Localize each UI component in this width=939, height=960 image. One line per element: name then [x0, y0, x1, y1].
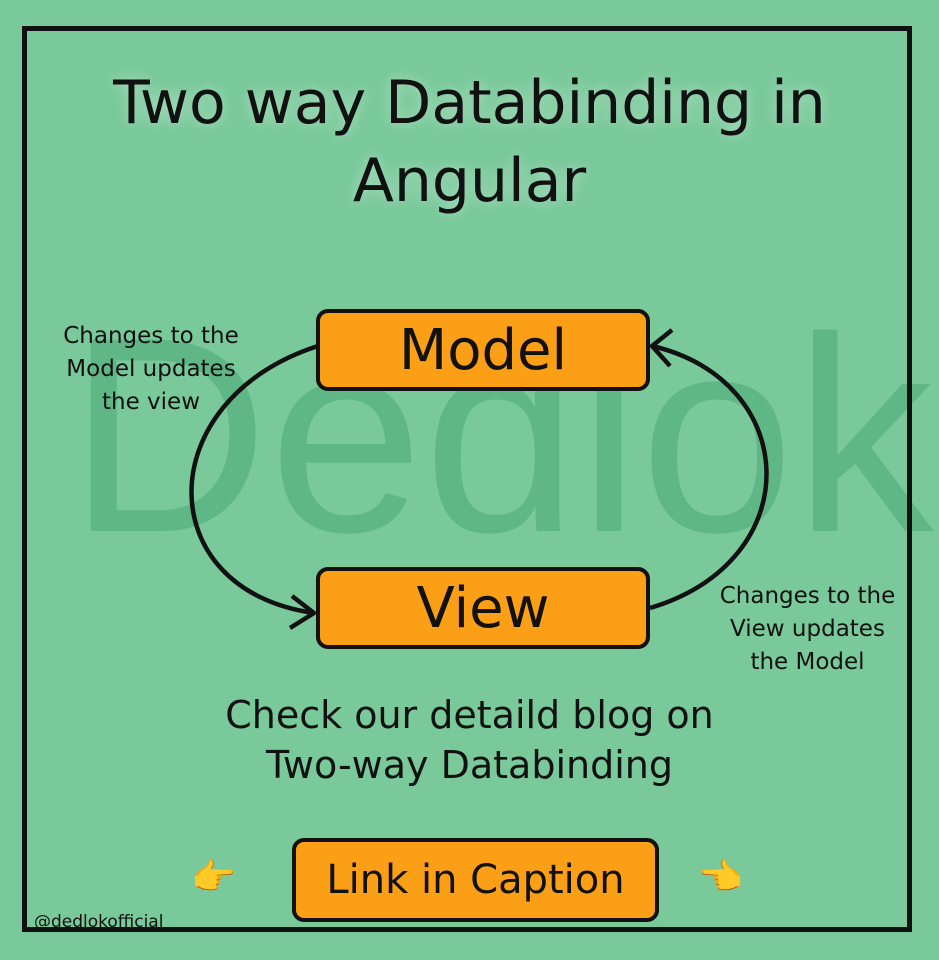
view-to-model-note: Changes to the View updates the Model [700, 580, 915, 679]
left-arrow [189, 343, 319, 616]
view-box: View [316, 567, 650, 649]
border-frame [22, 26, 912, 932]
pointing-left-hand-icon: 👈 [698, 857, 743, 898]
title-line-1: Two way Databinding in [113, 68, 826, 138]
social-handle: @dedlokofficial [34, 912, 164, 932]
right-arrowhead [649, 328, 674, 368]
model-to-view-note: Changes to the Model updates the view [40, 320, 262, 419]
left-note-line: Changes to the [63, 323, 239, 349]
left-arrowhead [288, 594, 317, 630]
right-note-line: Changes to the [719, 583, 896, 609]
blog-line-2: Two-way Databinding [266, 743, 673, 787]
pointing-right-hand-icon: 👉 [191, 857, 236, 898]
right-note-line: the Model [750, 649, 865, 675]
title-line-2: Angular [352, 146, 587, 216]
right-note-line: View updates [730, 616, 885, 642]
left-note-line: the view [101, 389, 201, 415]
model-box: Model [316, 309, 650, 391]
blog-line-1: Check our detaild blog on [225, 693, 714, 737]
link-in-caption-button[interactable]: Link in Caption [292, 838, 659, 922]
right-arrow [649, 343, 769, 611]
page-title: Two way Databinding in Angular [0, 64, 939, 220]
blog-callout: Check our detaild blog on Two-way Databi… [0, 690, 939, 790]
left-note-line: Model updates [66, 356, 236, 382]
